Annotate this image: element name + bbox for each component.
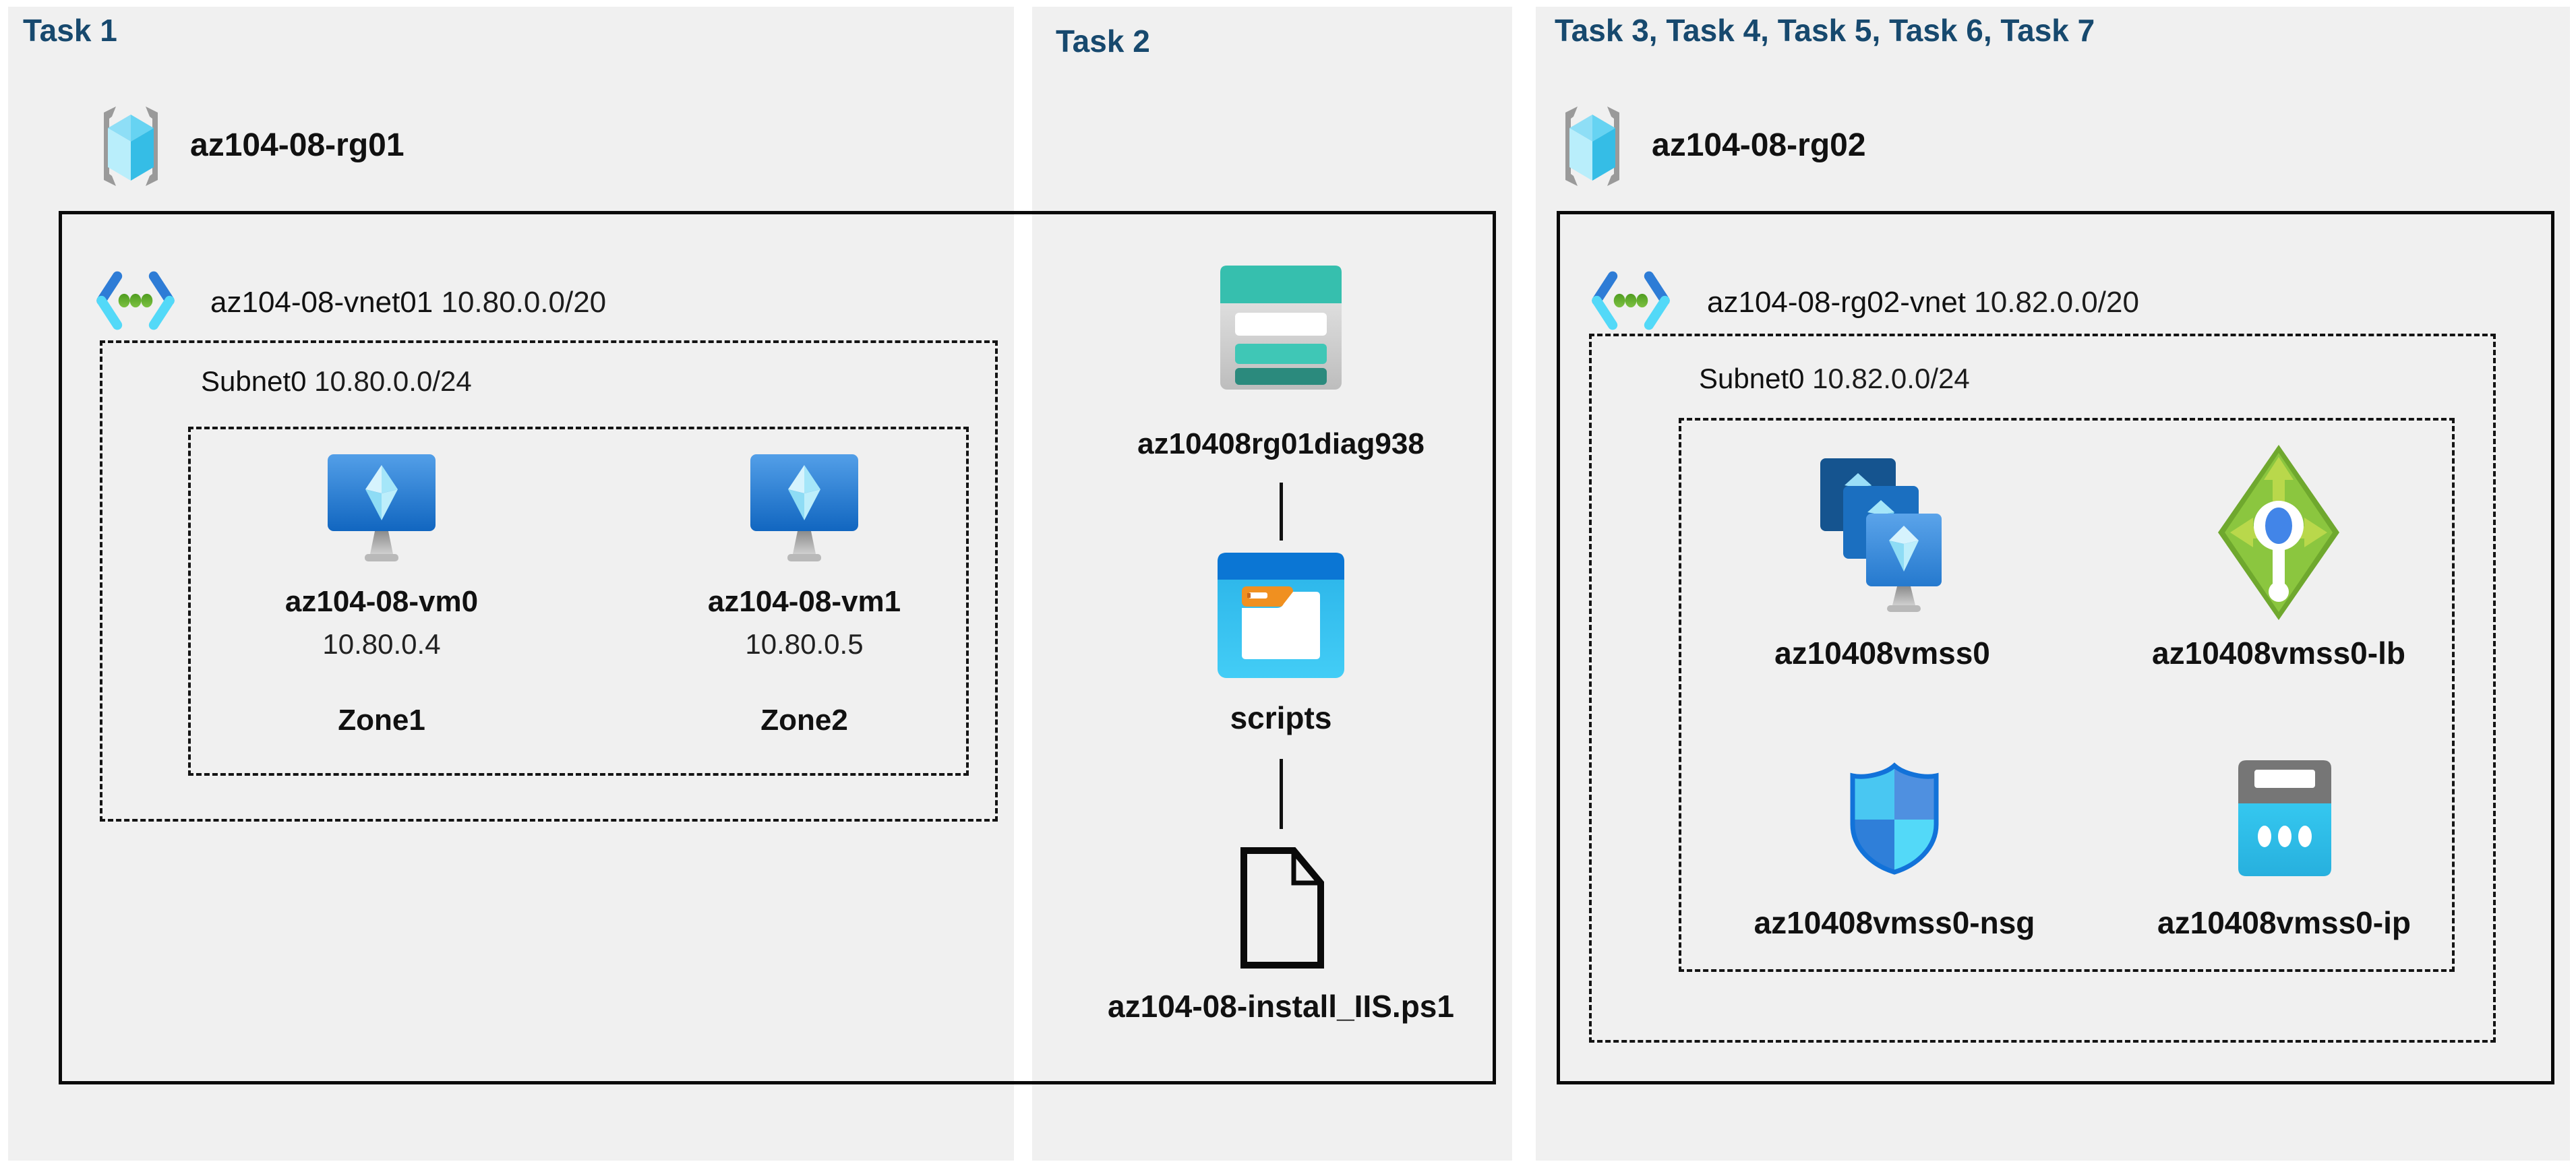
subnet-cidr: 10.82.0.0/24 <box>1812 363 1970 394</box>
virtual-network-icon <box>1592 271 1670 330</box>
resource-group-name: az104-08-rg02 <box>1652 127 1866 163</box>
vnet-cidr: 10.82.0.0/20 <box>1974 286 2139 319</box>
task3-header: Task 3, Task 4, Task 5, Task 6, Task 7 <box>1555 13 2095 48</box>
vm-name: az104-08-vm0 <box>284 585 479 618</box>
vnet1-task2-container-box <box>59 211 1496 1084</box>
vnet2-container-box <box>1557 211 2554 1084</box>
task3-panel <box>1536 7 2570 1161</box>
vm-zone-dashed-box <box>188 427 969 776</box>
vnet-label: az104-08-vnet01 10.80.0.0/20 <box>210 286 606 319</box>
vm-ip: 10.80.0.5 <box>745 628 864 660</box>
task1-header: Task 1 <box>23 13 117 48</box>
resource-group-icon <box>104 106 158 186</box>
resource-group-icon <box>1565 106 1619 186</box>
nsg-icon <box>1850 762 1939 875</box>
scripts-container-name: scripts <box>1230 700 1332 735</box>
vm-zone: Zone2 <box>760 704 848 737</box>
vnet-label: az104-08-rg02-vnet 10.82.0.0/20 <box>1707 286 2139 319</box>
folder-icon <box>1218 553 1344 678</box>
subnet-name: Subnet0 <box>1699 363 1805 394</box>
load-balancer-icon <box>2218 445 2339 620</box>
storage-account-icon <box>1220 266 1342 390</box>
public-ip-icon <box>2238 760 2331 876</box>
load-balancer-name: az10408vmss0-lb <box>2152 636 2405 671</box>
subnet0-dashed-box <box>1589 334 2496 1043</box>
vm-zone: Zone1 <box>338 704 425 737</box>
connector-line <box>1280 759 1283 829</box>
script-file-name: az104-08-install_IIS.ps1 <box>1108 989 1454 1024</box>
subnet-label: Subnet0 10.82.0.0/24 <box>1699 363 1970 395</box>
vnet-name: az104-08-rg02-vnet <box>1707 286 1967 319</box>
task2-header: Task 2 <box>1056 24 1150 59</box>
vm-name: az104-08-vm1 <box>707 585 901 618</box>
virtual-machine-icon <box>750 454 858 561</box>
subnet-cidr: 10.80.0.0/24 <box>314 365 472 397</box>
connector-line <box>1280 483 1283 541</box>
vmss-resources-dashed-box <box>1679 418 2455 972</box>
subnet0-dashed-box <box>100 340 998 822</box>
storage-account-name: az10408rg01diag938 <box>1137 427 1425 460</box>
vnet-cidr: 10.80.0.0/20 <box>441 286 607 319</box>
vmss-name: az10408vmss0 <box>1774 636 1990 671</box>
resource-group-name: az104-08-rg01 <box>190 127 405 163</box>
task1-panel <box>8 7 1014 1161</box>
vnet-name: az104-08-vnet01 <box>210 286 433 319</box>
public-ip-name: az10408vmss0-ip <box>2157 905 2411 940</box>
virtual-machine-icon <box>328 454 436 561</box>
vm-ip: 10.80.0.4 <box>322 628 441 660</box>
nsg-name: az10408vmss0-nsg <box>1754 905 2035 940</box>
subnet-name: Subnet0 <box>201 365 307 397</box>
virtual-network-icon <box>96 271 175 330</box>
subnet-label: Subnet0 10.80.0.0/24 <box>201 365 472 398</box>
vmss-icon <box>1820 458 1942 612</box>
file-icon <box>1240 847 1324 969</box>
